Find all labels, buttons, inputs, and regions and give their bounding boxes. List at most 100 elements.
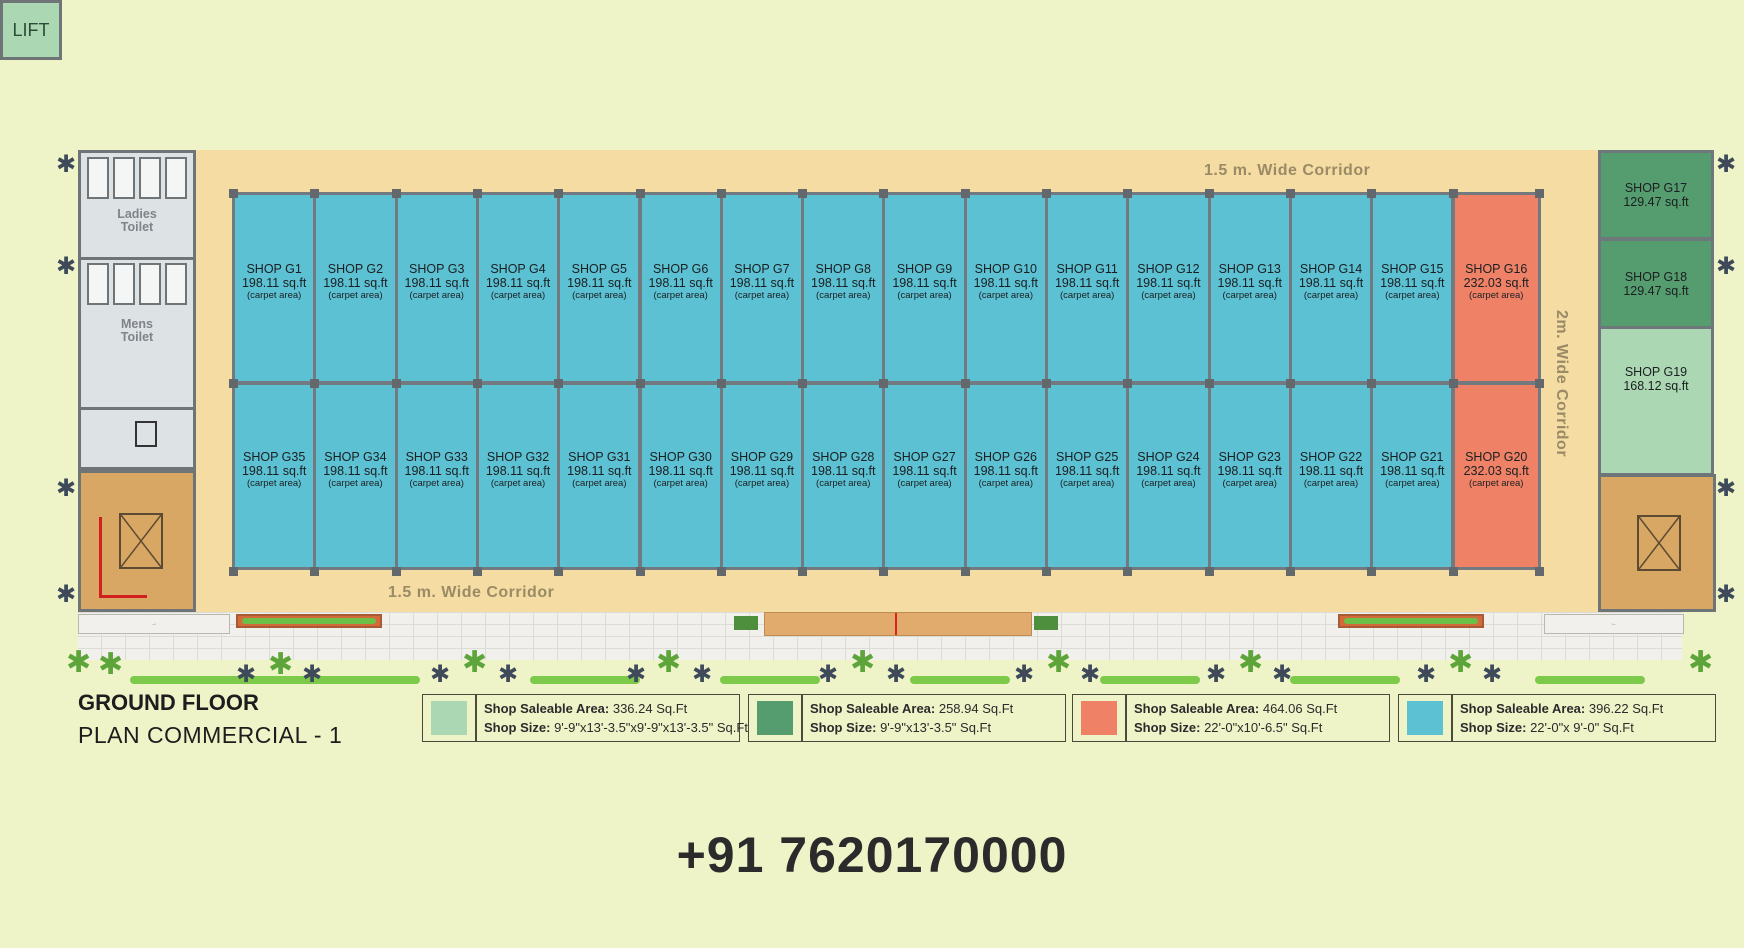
pillar [879, 379, 889, 388]
shop-area: 129.47 sq.ft [1623, 195, 1689, 209]
shop-area: 198.11 sq.ft [404, 276, 469, 290]
wheelchair-wc-icon [135, 421, 157, 447]
pillar [1123, 567, 1133, 576]
carpet-area-note: (carpet area) [490, 478, 546, 489]
contact-phone[interactable]: +91 7620170000 [676, 827, 1068, 883]
entrance-divider [895, 613, 897, 635]
legend-size-label: Shop Size: [484, 720, 551, 735]
palm-tree-icon: ✱ [1716, 253, 1737, 280]
pillar [229, 189, 238, 198]
corridor-label-bottom: 1.5 m. Wide Corridor [388, 584, 555, 601]
fire-line [99, 595, 147, 598]
legend-area-value: 396.22 Sq.Ft [1585, 701, 1664, 716]
shop-area: 129.47 sq.ft [1623, 284, 1689, 298]
shop-name: SHOP G19 [1624, 365, 1688, 379]
hedge [910, 676, 1010, 684]
shop-name: SHOP G22 [1299, 450, 1363, 464]
legend-area-value: 336.24 Sq.Ft [609, 701, 688, 716]
palm-tree-icon: ✱ [1272, 661, 1293, 688]
legend-divider [475, 695, 477, 741]
planter [1338, 614, 1484, 628]
pillar [472, 567, 482, 576]
shop-name: SHOP G30 [649, 450, 712, 464]
toilet-icon [87, 157, 109, 199]
palm-tree-icon: ✱ [1716, 475, 1737, 502]
carpet-area-note: (carpet area) [409, 478, 464, 489]
legend-area-label: Shop Saleable Area: [484, 701, 610, 716]
pillar [1448, 567, 1458, 576]
pillar [798, 189, 808, 198]
carpet-area-note: (carpet area) [1303, 290, 1359, 301]
palm-tree-icon: ✱ [656, 646, 682, 679]
pillar [1448, 379, 1458, 388]
palm-tree-icon: ✱ [626, 661, 647, 688]
legend-shop-size: Shop Size: 9'-9"x13'-3.5" Sq.Ft [810, 720, 991, 735]
pillar [1285, 567, 1295, 576]
toilet-icon [165, 263, 187, 305]
palm-tree-icon: ✱ [1716, 151, 1737, 178]
shop-area: 198.11 sq.ft [1380, 464, 1445, 478]
shop-name: SHOP G18 [1624, 270, 1688, 284]
legend-size-label: Shop Size: [1134, 720, 1201, 735]
pillar [1535, 567, 1544, 576]
pillar [798, 567, 808, 576]
palm-tree-icon: ✱ [1206, 661, 1227, 688]
legend-divider [1451, 695, 1453, 741]
carpet-area-note: (carpet area) [1222, 290, 1277, 301]
shop-name: SHOP G1 [246, 262, 302, 276]
carpet-area-note: (carpet area) [978, 290, 1034, 301]
shop-name: SHOP G23 [1218, 450, 1281, 464]
planter [236, 614, 382, 628]
palm-tree-icon: ✱ [430, 661, 451, 688]
legend-area-label: Shop Saleable Area: [810, 701, 936, 716]
palm-tree-icon: ✱ [56, 581, 77, 608]
pillar [798, 379, 808, 388]
stair-well [1637, 515, 1681, 571]
shop-area: 168.12 sq.ft [1623, 379, 1689, 393]
pillar [1123, 379, 1133, 388]
